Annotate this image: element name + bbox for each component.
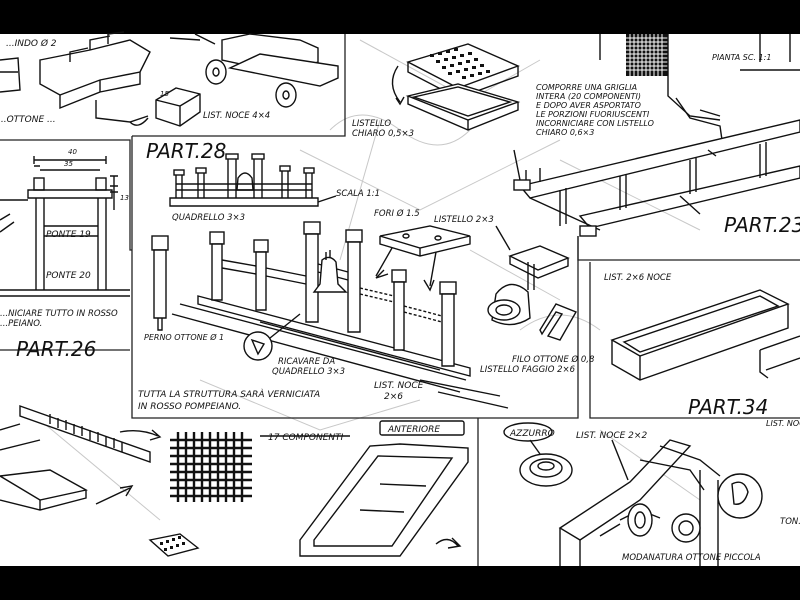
perno-label: PERNO OTTONE Ø 1 <box>144 332 224 342</box>
bell-hardware-drawing <box>487 225 578 341</box>
part23-title: PART.23 <box>724 213 800 237</box>
scala-label: SCALA 1:1 <box>336 189 380 199</box>
part26-title: PART.26 <box>16 337 96 361</box>
listello-label: LISTELLO <box>352 119 391 129</box>
ricavare-line2: QUADRELLO 3×3 <box>272 367 345 377</box>
grid-instruction-note: COMPORRE UNA GRIGLIA INTERA (20 COMPONEN… <box>536 83 654 137</box>
ricavare-line1: RICAVARE DA <box>278 357 335 367</box>
pianta-label: PIANTA SC. 1:1 <box>712 53 771 62</box>
list-noce-2x6-line1: LIST. NOCE <box>374 381 424 391</box>
note-line-2: INTERA (20 COMPONENTI) <box>536 92 641 101</box>
bottom-border <box>0 566 800 600</box>
componenti-label: 17 COMPONENTI <box>268 433 344 443</box>
filo-ottone-label: FILO OTTONE Ø 0,8 <box>512 354 595 365</box>
belfry-large-drawing <box>151 221 509 409</box>
ton-label: TON... <box>780 517 800 527</box>
belfry-small-drawing <box>169 153 319 207</box>
part28-note-line2: IN ROSSO POMPEIANO. <box>138 402 241 412</box>
panel-frames <box>0 34 800 566</box>
dim-40: 40 <box>68 148 77 156</box>
note-line-3: E DOPO AVER ASPORTATO <box>536 101 641 110</box>
part34-list-right: LIST. NOCE <box>766 419 800 428</box>
part34-title: PART.34 <box>688 395 768 419</box>
part28-title: PART.28 <box>146 139 226 163</box>
chiaro-label: CHIARO 0,5×3 <box>352 129 414 139</box>
grid-board-drawing <box>391 34 721 131</box>
part26-note-line1: ...NICIARE TUTTO IN ROSSO <box>0 309 118 319</box>
modanatura-label: MODANATURA OTTONE PICCOLA <box>622 553 761 563</box>
listello-2x3-label: LISTELLO 2×3 <box>434 215 494 225</box>
note-line-1: COMPORRE UNA GRIGLIA <box>536 83 637 92</box>
dim-35: 35 <box>64 160 73 168</box>
anteriore-frame-drawing <box>299 420 469 557</box>
listello-piece-drawing <box>375 225 471 292</box>
top-border <box>0 0 800 34</box>
ponte20-label: PONTE 20 <box>46 271 91 281</box>
fori-label: FORI Ø 1.5 <box>374 208 420 219</box>
anteriore-label: ANTERIORE <box>387 425 440 435</box>
part26-drawing: 40 35 13 <box>0 148 130 297</box>
list-noce-2x2-label: LIST. NOCE 2×2 <box>576 431 647 441</box>
part28-note-line1: TUTTA LA STRUTTURA SARÀ VERNICIATA <box>138 388 320 400</box>
part26-note-line2: ...PEIANO. <box>0 319 42 329</box>
azzurro-knob-drawing <box>503 422 573 487</box>
note-line-4: LE PORZIONI FUORIUSCENTI <box>536 110 650 119</box>
molding-frame-drawing <box>558 439 763 566</box>
woven-grid-swatch <box>170 432 252 502</box>
pianta-bracket-drawing <box>675 34 800 141</box>
box-dim-15: 15 <box>160 90 169 98</box>
dim-13: 13 <box>120 194 129 202</box>
top-left-label: ...INDO Ø 2 <box>6 38 57 49</box>
list-noce-2x6-line2: 2×6 <box>384 392 403 402</box>
part34-list-label: LIST. 2×6 NOCE <box>604 273 672 283</box>
comb-rail-drawing <box>0 405 200 557</box>
list-noce-4x4-label: LIST. NOCE 4×4 <box>203 111 270 121</box>
note-line-6: CHIARO 0,6×3 <box>536 128 594 137</box>
part23-ladder-drawing <box>513 119 800 237</box>
note-line-5: INCORNICIARE CON LISTELLO <box>536 119 654 128</box>
top-left-drawing: 15 <box>0 31 339 127</box>
listello-faggio-label: LISTELLO FAGGIO 2×6 <box>480 365 576 375</box>
top-left-side-label: ...OTTONE ... <box>0 115 56 125</box>
azzurro-label: AZZURRO <box>509 429 555 439</box>
ponte19-label: PONTE 19 <box>46 230 91 240</box>
scala-leader <box>317 195 337 203</box>
quadrello-label: QUADRELLO 3×3 <box>172 213 245 223</box>
part34-tray-drawing <box>610 289 800 381</box>
